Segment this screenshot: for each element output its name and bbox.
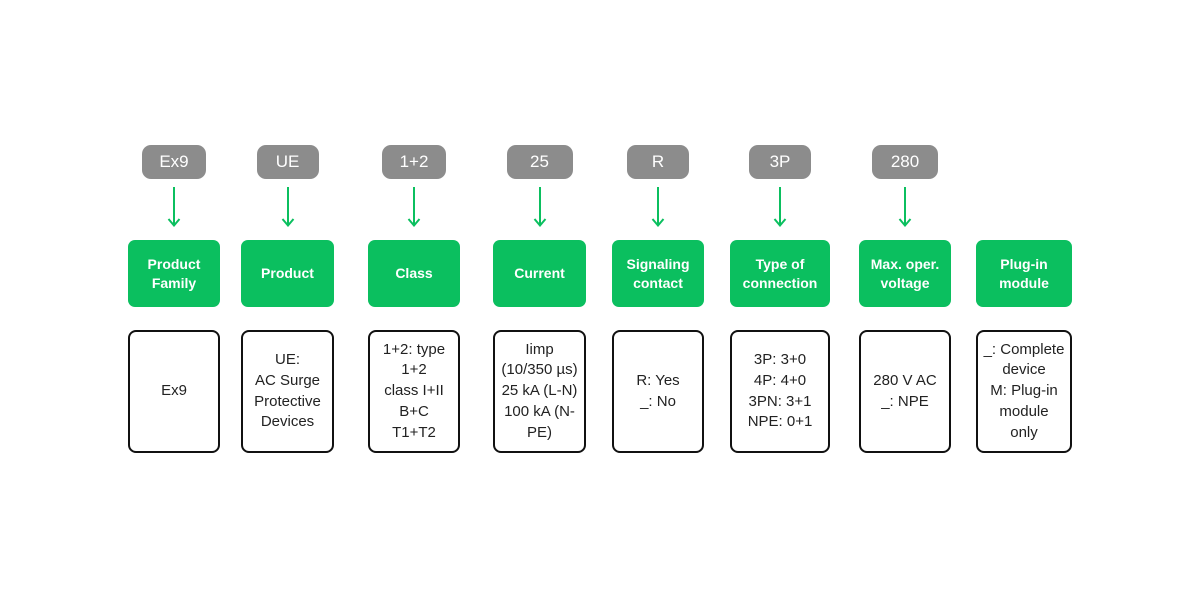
segment-values-box: R: Yes _: No [612, 330, 704, 453]
arrow-down-icon [773, 187, 787, 227]
segment-value-line: 3P: 3+0 [753, 350, 807, 368]
segment-value-line: UE: [274, 350, 300, 368]
segment-values-box: Iimp (10/350 µs) 25 kA (L-N) 100 kA (N- PE) [493, 330, 586, 453]
segment-value-line: 3PN: 3+1 [748, 392, 812, 410]
segment-value-line: Protective [254, 392, 321, 410]
segment-value-line: _: Complete [983, 340, 1065, 358]
segment-values-box: _: Complete device M: Plug-in module only [976, 330, 1072, 453]
segment-value-line: 25 kA (L-N) [501, 382, 578, 400]
segment-label-text: Class [395, 265, 433, 281]
segment-value-line: 280 V AC [873, 371, 937, 389]
segment-value-line: (10/350 µs) [501, 361, 578, 379]
segment-values: R: Yes _: No [636, 371, 679, 413]
segment-label-text: Product [261, 265, 314, 281]
segment-value-line: only [1010, 423, 1038, 441]
segment-value-line: PE) [526, 423, 552, 441]
segment-value-line: AC Surge [254, 371, 321, 389]
segment-value-line: Devices [260, 413, 315, 431]
segment-values-box: 280 V AC _: NPE [859, 330, 951, 453]
segment-value-line: 100 kA (N- [504, 402, 575, 420]
segment-value-line: Iimp [525, 340, 554, 358]
code-segment-pill: 1+2 [382, 145, 446, 179]
segment-value-line: _: NPE [881, 392, 929, 410]
segment-value-line: module [999, 402, 1049, 420]
segment-values: 280 V AC _: NPE [873, 371, 936, 413]
segment-value-line: M: Plug-in [990, 382, 1058, 400]
segment-value-line: B+C [399, 402, 429, 420]
segment-label-text: Current [514, 265, 565, 281]
segment-value-line: class I+II [384, 382, 444, 400]
segment-label: Max. oper.voltage [859, 240, 951, 307]
arrow-down-icon [167, 187, 181, 227]
segment-values: 1+2: type 1+2 class I+II B+C T1+T2 [383, 340, 445, 444]
segment-label: Product [241, 240, 334, 307]
arrow-down-icon [651, 187, 665, 227]
code-segment-pill: 280 [872, 145, 938, 179]
arrow-down-icon [898, 187, 912, 227]
code-segment-pill: R [627, 145, 689, 179]
segment-values: _: Complete device M: Plug-in module only [984, 340, 1065, 444]
segment-value-line: T1+T2 [392, 423, 436, 441]
segment-value-line: device [1002, 361, 1046, 379]
segment-value-line: _: No [640, 392, 676, 410]
segment-value-line: 1+2 [401, 361, 427, 379]
segment-values-box: Ex9 [128, 330, 220, 453]
segment-label: Class [368, 240, 460, 307]
segment-value-line: Ex9 [161, 382, 187, 400]
code-segment-pill: 3P [749, 145, 811, 179]
arrow-down-icon [533, 187, 546, 227]
segment-label: Current [493, 240, 586, 307]
arrow-down-icon [407, 187, 421, 227]
code-segment-pill: UE [256, 145, 319, 179]
code-segment-pill: 25 [506, 145, 573, 179]
segment-values: Ex9 [161, 381, 187, 402]
segment-value-line: NPE: 0+1 [747, 413, 813, 431]
segment-value-line: 1+2: type [382, 340, 446, 358]
segment-values-box: 1+2: type 1+2 class I+II B+C T1+T2 [368, 330, 460, 453]
segment-label-text: Max. oper.voltage [870, 255, 940, 291]
segment-value-line: 4P: 4+0 [753, 371, 807, 389]
code-segment-pill: Ex9 [142, 145, 206, 179]
segment-value-line: R: Yes [636, 371, 680, 389]
arrow-down-icon [281, 187, 294, 227]
segment-values: Iimp (10/350 µs) 25 kA (L-N) 100 kA (N- PE) [501, 340, 577, 444]
